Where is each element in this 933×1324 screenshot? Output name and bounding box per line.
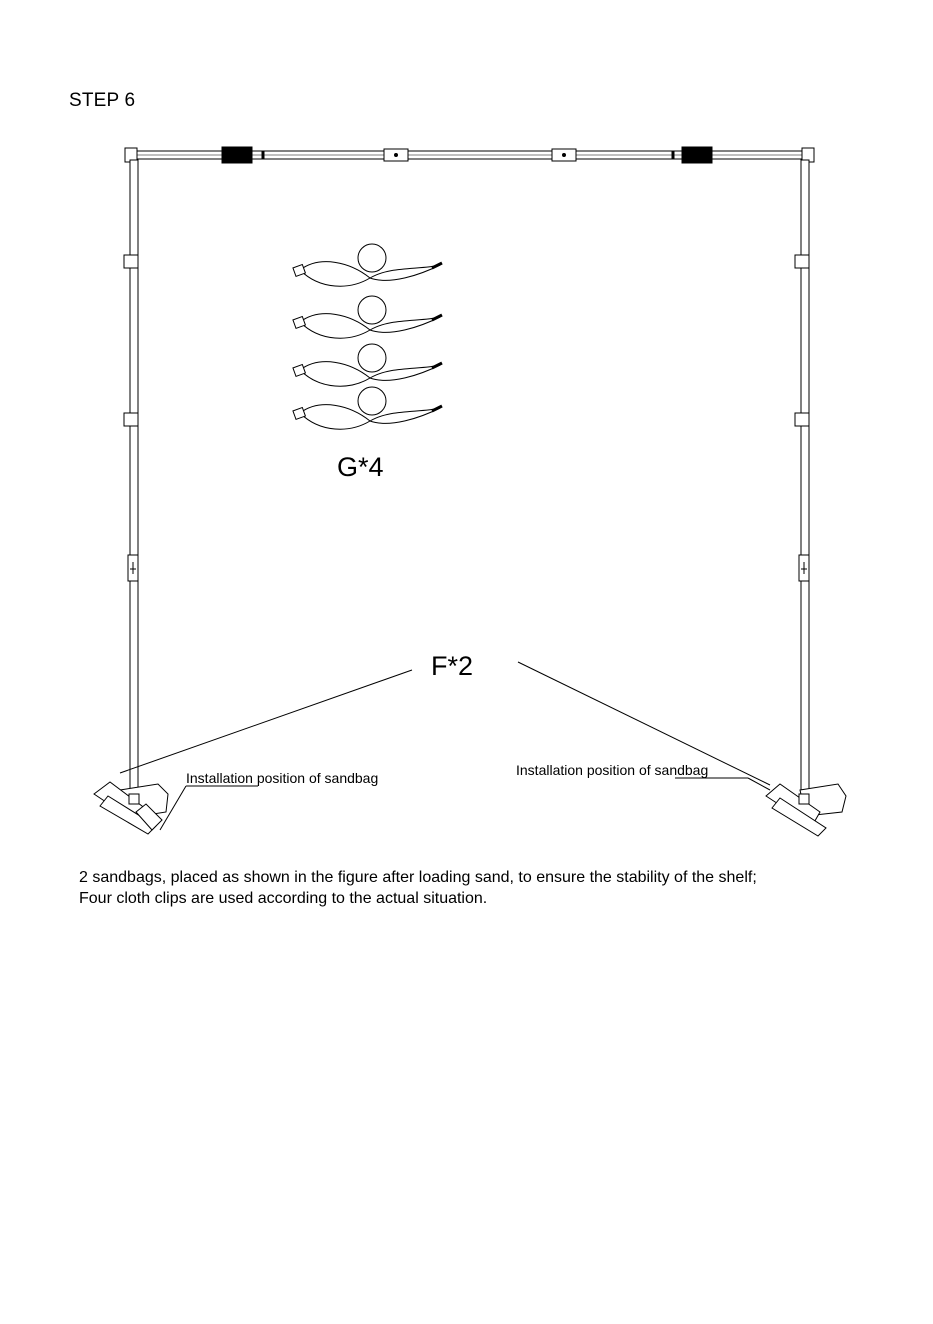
instructions-line-2: Four cloth clips are used according to t…: [79, 888, 899, 909]
instructions-line-1: 2 sandbags, placed as shown in the figur…: [79, 867, 899, 888]
right-sandbag-icon: [766, 784, 846, 836]
cloth-clip-icon: [293, 344, 442, 386]
cloth-clip-icon: [293, 387, 442, 429]
right-upright: [795, 160, 809, 800]
left-sandbag-icon: [94, 782, 168, 834]
install-position-label-right: Installation position of sandbag: [516, 762, 708, 778]
leader-line-left: [120, 670, 412, 773]
cloth-clips-group: [293, 244, 442, 429]
cloth-clip-icon: [293, 296, 442, 338]
backdrop-stand-diagram: [0, 0, 933, 860]
left-upright: [124, 160, 138, 800]
top-crossbar: [125, 147, 814, 163]
sandbags-quantity-label: F*2: [431, 651, 473, 682]
install-position-label-left: Installation position of sandbag: [186, 770, 378, 786]
instructions-text: 2 sandbags, placed as shown in the figur…: [79, 867, 899, 909]
clips-quantity-label: G*4: [337, 452, 384, 483]
cloth-clip-icon: [293, 244, 442, 286]
